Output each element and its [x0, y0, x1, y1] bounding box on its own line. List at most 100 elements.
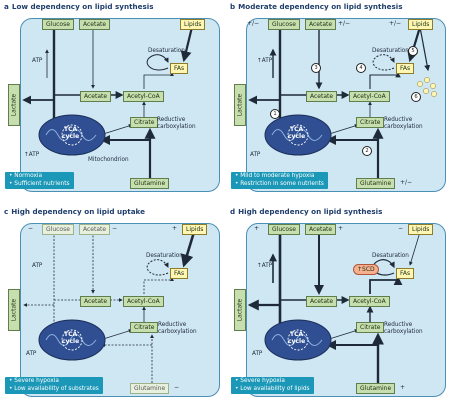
acetate-box: Acetate: [80, 91, 112, 102]
acetate-top-box: Acetate: [305, 19, 337, 30]
acetyl-coa-box: Acetyl-CoA: [349, 296, 390, 307]
step-2-marker: 2: [362, 146, 372, 156]
desaturation-label: Desaturation: [372, 48, 409, 54]
scd-enzyme-badge: ↑SCD: [353, 264, 379, 275]
fas-box: FAs: [396, 268, 415, 279]
tca-cycle-label: TCA cycle: [62, 126, 80, 140]
tca-cycle-label: TCA cycle: [288, 331, 306, 345]
glutamine-sign: +: [400, 384, 406, 391]
condition-item: • Mild to moderate hypoxia: [235, 173, 315, 179]
cell-body: [246, 223, 446, 397]
lactate-box: Lactate: [8, 84, 20, 126]
condition-item: • Normoxia: [9, 173, 43, 179]
glucose-sign: +: [254, 225, 260, 232]
atp-increase-label: ↑ATP: [24, 152, 40, 158]
citrate-box: Citrate: [356, 117, 385, 128]
glucose-box: Glucose: [268, 19, 300, 30]
conditions-box: • Normoxia • Sufficient nutrients: [5, 172, 74, 189]
glutamine-box: Glutamine: [130, 178, 170, 189]
panel-letter: a: [4, 2, 9, 11]
citrate-box: Citrate: [130, 117, 159, 128]
acetyl-coa-box: Acetyl-CoA: [123, 296, 164, 307]
acetate-box: Acetate: [306, 296, 338, 307]
reductive-carboxylation-label: Reductive carboxylation: [384, 322, 423, 335]
step-1-marker: 1: [270, 109, 280, 119]
lactate-label: Lactate: [10, 93, 18, 117]
acetate-box: Acetate: [306, 91, 338, 102]
mitochondrion-shape: [264, 319, 332, 361]
panel-title-text: Low dependency on lipid synthesis: [11, 2, 154, 11]
mitochondrion-label: Mitochondrion: [88, 157, 129, 163]
lactate-label: Lactate: [10, 298, 18, 322]
lactate-label: Lactate: [236, 298, 244, 322]
citrate-box: Citrate: [130, 322, 159, 333]
reductive-carboxylation-label: Reductive carboxylation: [157, 117, 196, 130]
glucose-sign: −: [28, 225, 34, 232]
step-4-marker: 4: [356, 63, 366, 73]
conditions-box: • Severe hypoxia • Low availability of l…: [231, 377, 314, 394]
condition-item: • Severe hypoxia: [9, 378, 59, 384]
acetyl-coa-box: Acetyl-CoA: [349, 91, 390, 102]
desaturation-label: Desaturation: [148, 48, 185, 54]
acetate-sign: −: [112, 225, 118, 232]
mitochondrion-shape: [38, 319, 106, 361]
condition-item: • Low availability of lipids: [235, 385, 310, 392]
reductive-carboxylation-label: Reductive carboxylation: [384, 117, 423, 130]
condition-item: • Restriction in some nutrients: [235, 180, 324, 187]
tca-cycle-label: TCA cycle: [288, 126, 306, 140]
acetyl-coa-box: Acetyl-CoA: [123, 91, 164, 102]
acetate-sign: +: [338, 225, 344, 232]
glucose-box: Glucose: [42, 224, 74, 235]
lactate-box: Lactate: [234, 84, 246, 126]
panel-letter: d: [230, 207, 236, 216]
cell-body: [20, 18, 220, 192]
glutamine-box: Glutamine: [130, 383, 170, 394]
lipids-box: Lipids: [182, 224, 208, 235]
panel-letter: b: [230, 2, 236, 11]
atp-increase-label: ↑ATP: [257, 263, 273, 269]
atp-increase-label: ↑ATP: [257, 58, 273, 64]
condition-item: • Sufficient nutrients: [9, 180, 70, 187]
citrate-box: Citrate: [356, 322, 385, 333]
lipids-box: Lipids: [408, 224, 434, 235]
desaturation-label: Desaturation: [372, 253, 409, 259]
lipids-box: Lipids: [180, 19, 206, 30]
condition-item: • Low availability of substrates: [9, 385, 99, 392]
glutamine-box: Glutamine: [356, 178, 396, 189]
lactate-box: Lactate: [8, 289, 20, 331]
lipids-sign: −: [398, 225, 404, 232]
step-3-marker: 3: [311, 63, 321, 73]
acetate-sign: +/−: [338, 20, 351, 27]
atp-label: ATP: [32, 58, 43, 64]
acetate-top-box: Acetate: [305, 224, 337, 235]
lipids-sign: +/−: [389, 20, 402, 27]
panel-letter: c: [4, 207, 9, 216]
atp-label: ATP: [32, 263, 43, 269]
lipids-box: Lipids: [408, 19, 434, 30]
desaturation-label: Desaturation: [146, 253, 183, 259]
fas-box: FAs: [170, 268, 189, 279]
mitochondrion-shape: [38, 114, 106, 156]
glucose-box: Glucose: [268, 224, 300, 235]
glucose-sign: +/−: [247, 20, 260, 27]
acetate-box: Acetate: [80, 296, 112, 307]
reductive-carboxylation-label: Reductive carboxylation: [158, 322, 197, 335]
fas-box: FAs: [170, 63, 189, 74]
step-5-marker: 5: [408, 46, 418, 56]
conditions-box: • Severe hypoxia • Low availability of s…: [5, 377, 103, 394]
atp-lower-label: ATP: [252, 351, 263, 357]
atp-lower-label: ATP: [26, 351, 37, 357]
panel-title-text: High dependency on lipid uptake: [11, 207, 145, 216]
glutamine-box: Glutamine: [356, 383, 396, 394]
glutamine-sign: +/−: [400, 179, 413, 186]
step-6-marker: 6: [411, 92, 421, 102]
acetate-top-box: Acetate: [79, 19, 111, 30]
